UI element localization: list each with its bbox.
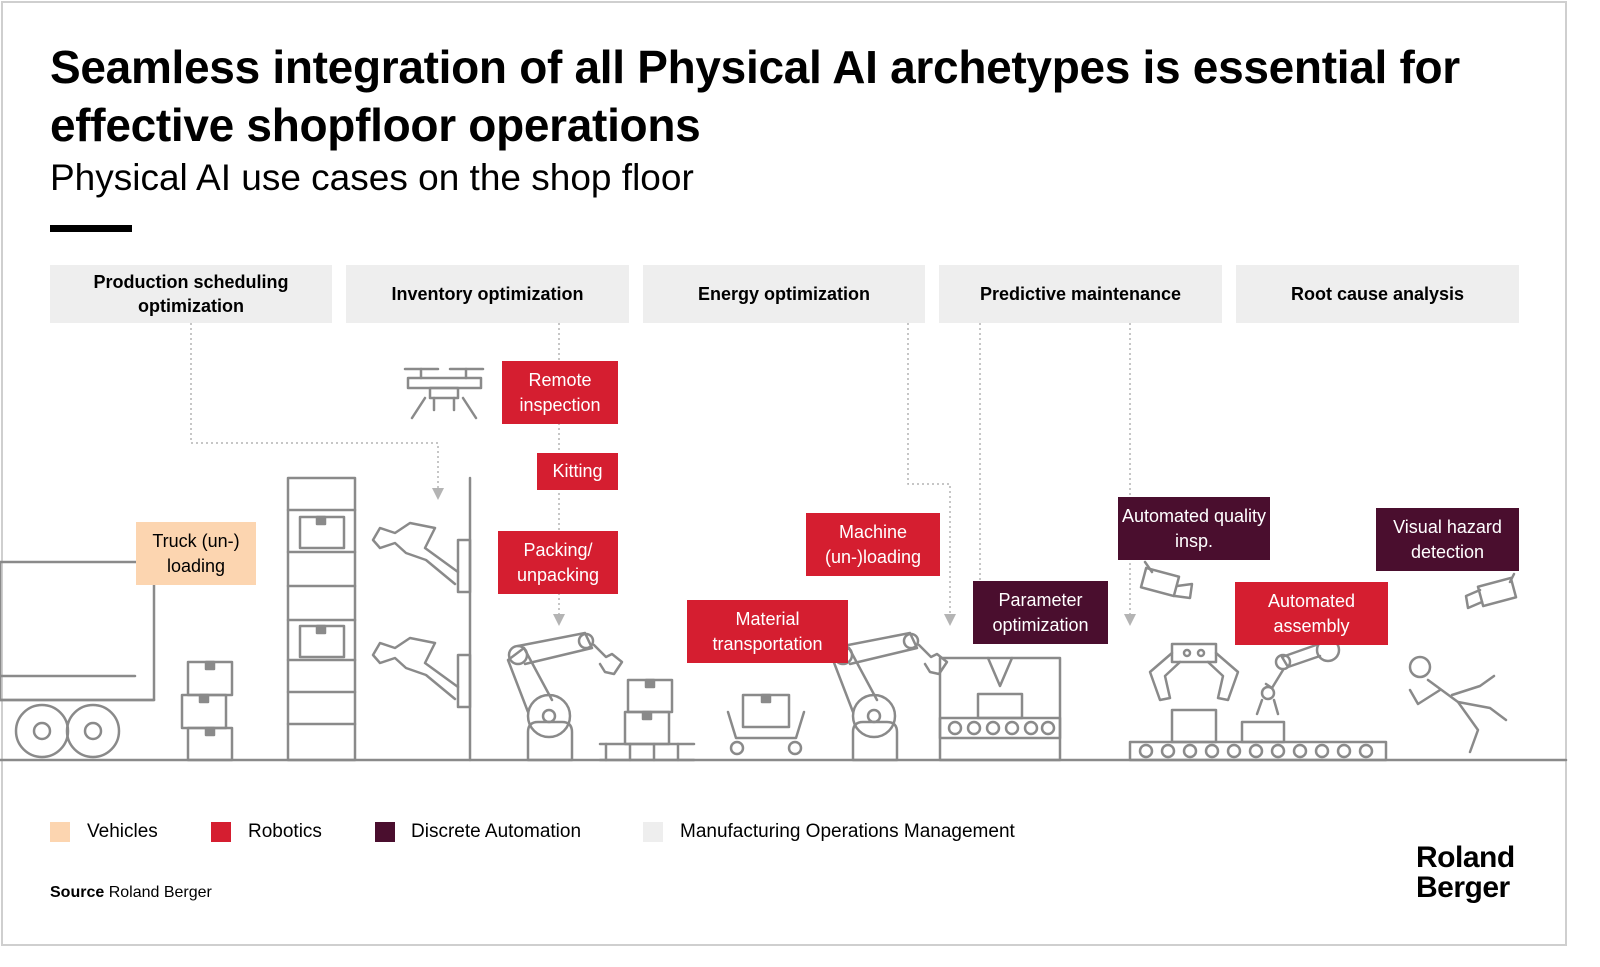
drone-icon: [403, 367, 485, 420]
category-label: Inventory optimization: [391, 284, 584, 304]
source-label: Source: [50, 884, 105, 901]
roland-berger-logo: Roland Berger: [1416, 843, 1515, 903]
conveyor-icon: [1128, 708, 1388, 762]
cart-icon: [726, 693, 806, 756]
assembly-arm-icon: [1255, 637, 1341, 716]
connector-lines: [190, 323, 1136, 626]
category-inventory-optimization: Inventory optimization: [346, 265, 629, 323]
source-text: Roland Berger: [108, 884, 212, 901]
pallet-icon: [598, 678, 696, 762]
page-subtitle: Physical AI use cases on the shop floor: [50, 157, 694, 198]
legend-label-mom: Manufacturing Operations Management: [680, 821, 1015, 842]
industrial-robot-arm-icon: [506, 631, 624, 762]
logo-line-1: Roland: [1416, 841, 1515, 874]
use-case-truck-loading: Truck (un-) loading: [136, 522, 256, 585]
shelf-rack-icon: [286, 476, 357, 762]
use-case-visual-hazard: Visual hazard detection: [1376, 508, 1519, 571]
title-underline: [50, 225, 132, 232]
category-label: Predictive maintenance: [979, 284, 1182, 304]
category-label: Energy optimization: [697, 284, 870, 304]
category-label: Production scheduling optimization: [93, 272, 289, 316]
logo-line-2: Berger: [1416, 871, 1510, 904]
use-case-automated-quality: Automated quality insp.: [1118, 497, 1270, 560]
robot-gripper-icon: [1148, 642, 1240, 702]
use-case-machine-loading: Machine (un-)loading: [806, 513, 940, 576]
page-title: Seamless integration of all Physical AI …: [50, 41, 1460, 151]
page-frame: [1, 1, 1567, 946]
use-case-kitting: Kitting: [537, 453, 618, 490]
source-note: Source Roland Berger: [50, 882, 212, 904]
legend-label-vehicles: Vehicles: [87, 821, 158, 842]
industrial-robot-arm-icon: [831, 631, 949, 762]
falling-person-icon: [1408, 655, 1508, 754]
use-case-material-transportation: Material transportation: [687, 600, 848, 663]
legend-label-robotics: Robotics: [248, 821, 322, 842]
box-stack-icon: [180, 660, 234, 762]
connector-scheduling: [190, 323, 444, 500]
use-case-packing: Packing/ unpacking: [498, 531, 618, 594]
category-predictive-maintenance: Predictive maintenance: [939, 265, 1222, 323]
connector-energy: [907, 323, 956, 626]
legend-swatch-discrete-automation: [375, 822, 395, 842]
security-camera-icon: [1464, 572, 1518, 610]
wall-robot-arm-icon: [371, 476, 472, 762]
truck-icon: [0, 560, 156, 759]
legend-swatch-vehicles: [50, 822, 70, 842]
legend-swatch-robotics: [211, 822, 231, 842]
legend-swatch-mom: [643, 822, 663, 842]
security-camera-icon: [1139, 560, 1194, 600]
category-label: Root cause analysis: [1290, 284, 1465, 304]
legend-label-discrete-automation: Discrete Automation: [411, 821, 582, 842]
use-case-parameter-optimization: Parameter optimization: [973, 581, 1108, 644]
category-energy-optimization: Energy optimization: [643, 265, 925, 323]
press-machine-icon: [938, 656, 1062, 762]
category-root-cause-analysis: Root cause analysis: [1236, 265, 1519, 323]
use-case-remote-inspection: Remote inspection: [502, 361, 618, 424]
category-production-scheduling: Production scheduling optimization: [50, 265, 332, 323]
use-case-automated-assembly: Automated assembly: [1235, 582, 1388, 645]
